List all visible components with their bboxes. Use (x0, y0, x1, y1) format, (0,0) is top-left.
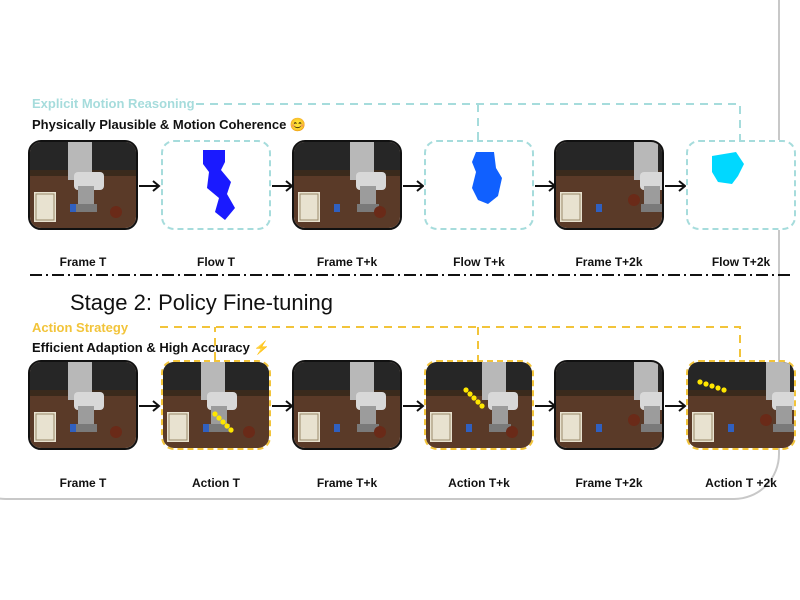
stage1-flow-image-0 (161, 140, 271, 230)
stage1-caption-5: Flow T+2k (711, 255, 771, 269)
stage2-caption-2: Frame T+k (316, 476, 378, 490)
lightning-icon: ⚡ (253, 340, 270, 355)
stage1-subtitle-text: Physically Plausible & Motion Coherence (32, 117, 287, 132)
stage2-title: Stage 2: Policy Fine-tuning (70, 290, 333, 315)
arrow-right-icon (138, 396, 162, 416)
stage1-flow-image-1 (424, 140, 534, 230)
arrow-right-icon (664, 176, 688, 196)
arrow-right-icon (664, 396, 688, 416)
stage1-caption-2: Frame T+k (316, 255, 378, 269)
stage1-caption-4: Frame T+2k (575, 255, 643, 269)
stage2-action-image-1 (424, 360, 534, 450)
stage2-subtitle-text: Efficient Adaption & High Accuracy (32, 340, 250, 355)
stage2-frame-image-2 (554, 360, 664, 450)
stage2-frame-image-1 (292, 360, 402, 450)
stage2-caption-4: Frame T+2k (575, 476, 643, 490)
stage1-frame-image-0 (28, 140, 138, 230)
panel-frame (0, 0, 780, 500)
stage2-action-image-0 (161, 360, 271, 450)
stage1-caption-3: Flow T+k (453, 255, 505, 269)
stage2-caption-0: Frame T (59, 476, 107, 490)
stage1-header-label: Explicit Motion Reasoning (32, 96, 195, 111)
arrow-right-icon (138, 176, 162, 196)
stage1-flow-image-2 (686, 140, 796, 230)
arrow-right-icon (402, 396, 426, 416)
stage1-caption-1: Flow T (197, 255, 235, 269)
stage1-frame-image-2 (554, 140, 664, 230)
stage2-header-label: Action Strategy (32, 320, 129, 335)
stage1-subtitle: Physically Plausible & Motion Coherence … (32, 117, 306, 133)
stage1-frame-image-1 (292, 140, 402, 230)
stage2-subtitle: Efficient Adaption & High Accuracy ⚡ (32, 340, 270, 356)
stage2-caption-1: Action T (192, 476, 240, 490)
arrow-right-icon (402, 176, 426, 196)
stage2-caption-5: Action T +2k (705, 476, 777, 490)
stage2-action-image-2 (686, 360, 796, 450)
stage2-frame-image-0 (28, 360, 138, 450)
smile-emoji-icon: 😊 (289, 117, 307, 132)
stage1-caption-0: Frame T (59, 255, 107, 269)
stage2-caption-3: Action T+k (448, 476, 510, 490)
stage-divider (30, 274, 790, 276)
